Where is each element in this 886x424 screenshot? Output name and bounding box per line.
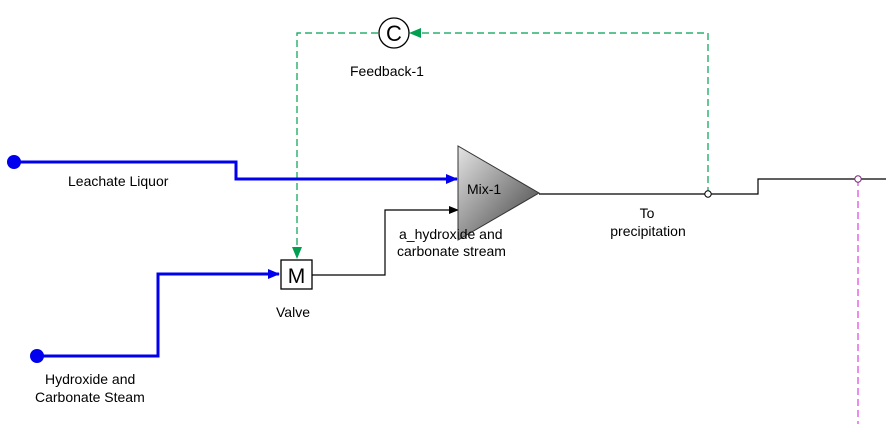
feedback-controller[interactable]: C	[378, 17, 410, 49]
product-label-line1: To	[640, 205, 655, 221]
mixer-label: Mix-1	[467, 181, 501, 197]
product-label-line2: precipitation	[610, 223, 686, 239]
feedback-label: Feedback-1	[350, 63, 424, 79]
feedback-sensor-node[interactable]	[704, 190, 712, 198]
valve-label: Valve	[276, 304, 310, 320]
product-stream[interactable]	[539, 178, 886, 195]
hydroxide-label-line1: Hydroxide and	[45, 371, 135, 387]
valve-outlet-stream[interactable]	[312, 206, 459, 276]
feedback-output-line[interactable]	[292, 32, 378, 259]
feedback-control-line[interactable]	[409, 28, 709, 194]
downstream-sensor-node[interactable]	[854, 175, 862, 183]
valve-outlet-label-line2: carbonate stream	[397, 243, 506, 259]
mixer-block[interactable]	[457, 145, 540, 241]
feedback-symbol: C	[386, 21, 402, 46]
hydroxide-label-line2: Carbonate Steam	[35, 389, 145, 405]
valve-outlet-label-line1: a_hydroxide and	[399, 226, 503, 242]
leachate-liquor-label: Leachate Liquor	[68, 173, 169, 189]
leachate-liquor-stream[interactable]	[14, 160, 458, 184]
hydroxide-carbonate-stream[interactable]	[37, 269, 280, 358]
valve-block[interactable]: M	[280, 259, 313, 290]
valve-symbol: M	[288, 265, 306, 288]
